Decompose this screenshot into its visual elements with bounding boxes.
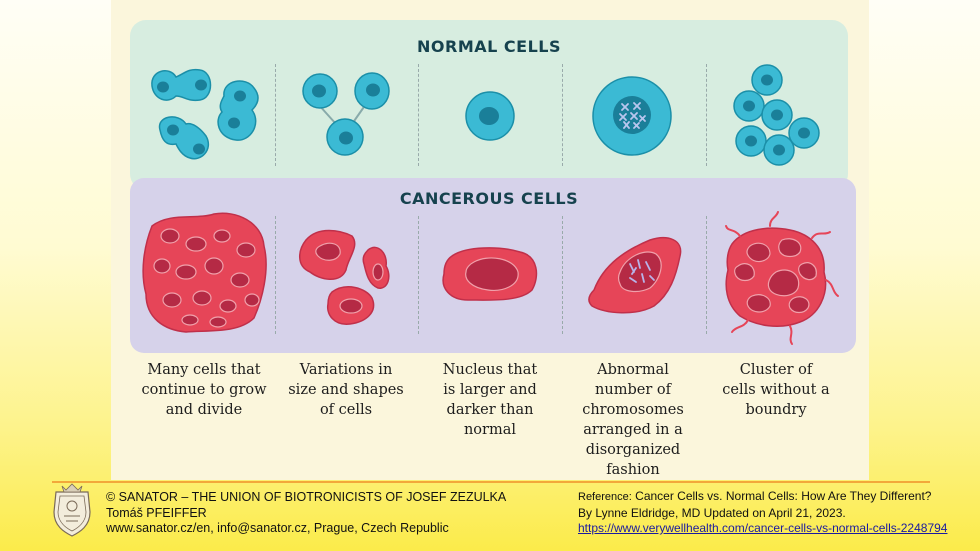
caption-cluster: Cluster of cells without a boundry [722, 362, 830, 418]
caption-variations: Variations in size and shapes of cells [288, 362, 404, 418]
cancer-cells-cluster-no-boundary-icon [725, 211, 839, 345]
normal-cells-connected-icon [302, 72, 390, 156]
reference-label: Reference: [578, 491, 632, 503]
cancer-divider-3 [562, 216, 563, 334]
normal-cells-dividing-icon [151, 68, 259, 160]
reference-link[interactable]: https://www.verywellhealth.com/cancer-ce… [578, 521, 948, 535]
cancer-divider-4 [706, 216, 707, 334]
normal-divider-1 [275, 64, 276, 166]
cancer-cells-growing-mass-icon [142, 212, 267, 333]
cancerous-cells-title: CANCEROUS CELLS [399, 189, 579, 208]
footer-contact: www.sanator.cz/en, info@sanator.cz, Prag… [106, 521, 449, 535]
normal-divider-3 [562, 64, 563, 166]
caption-chromosomes: Abnormal number of chromosomes arranged … [582, 362, 684, 478]
sanator-logo-icon [53, 483, 91, 537]
reference-byline: By Lynne Eldridge, MD Updated on April 2… [578, 505, 846, 520]
caption-many-cells: Many cells that continue to grow and div… [141, 362, 267, 418]
normal-divider-4 [706, 64, 707, 166]
cancer-divider-2 [418, 216, 419, 334]
cancer-cells-varied-shapes-icon [299, 229, 390, 325]
normal-cells-cluster-icon [733, 64, 820, 166]
normal-divider-2 [418, 64, 419, 166]
reference-title: Cancer Cells vs. Normal Cells: How Are T… [635, 489, 932, 503]
footer-author: Tomáš PFEIFFER [106, 505, 207, 520]
caption-nucleus: Nucleus that is larger and darker than n… [442, 362, 538, 438]
normal-cell-single-icon [465, 91, 515, 141]
normal-cell-chromosomes-icon [592, 76, 672, 156]
footer-divider [52, 481, 930, 483]
cancer-cell-abnormal-chromosomes-icon [588, 236, 682, 314]
footer-reference: Reference: Cancer Cells vs. Normal Cells… [578, 489, 947, 537]
footer-credits: © SANATOR – THE UNION OF BIOTRONICISTS O… [106, 490, 506, 537]
cancer-cell-large-nucleus-icon [442, 247, 538, 301]
cancer-divider-1 [275, 216, 276, 334]
normal-cells-title: NORMAL CELLS [417, 37, 561, 56]
footer-org: © SANATOR – THE UNION OF BIOTRONICISTS O… [106, 490, 507, 504]
